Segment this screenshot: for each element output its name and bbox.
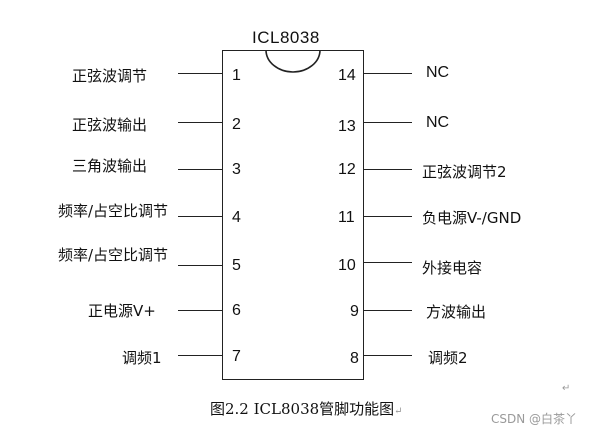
left-pin-2-label: 正弦波输出 [72,116,148,134]
left-pin-1-number: 1 [232,67,241,84]
left-pin-3-line [178,169,222,170]
right-pin-11-label: 负电源V-/GND [422,209,522,227]
left-pin-6-label: 正电源V+ [88,302,156,320]
left-pin-7-label: 调频1 [122,349,162,367]
right-pin-14-number: 14 [338,67,356,84]
left-pin-2-line [178,122,222,123]
chip-notch [265,49,321,73]
right-pin-10-line [364,262,412,263]
left-pin-4-line [178,216,222,217]
left-pin-3-number: 3 [232,161,241,178]
right-pin-10-number: 10 [338,257,356,274]
right-pin-10-label: 外接电容 [422,259,483,277]
left-pin-4-label: 频率/占空比调节 [58,202,169,220]
right-pin-8-number: 8 [350,350,359,367]
right-pin-8-line [364,355,412,356]
return-mark: ↵ [562,383,571,394]
left-pin-2-number: 2 [232,116,241,133]
left-pin-5-line [178,265,222,266]
right-pin-13-label: NC [426,114,450,131]
left-pin-5-number: 5 [232,257,241,274]
left-pin-1-label: 正弦波调节 [72,67,148,85]
left-pin-7-number: 7 [232,348,241,365]
figure-caption-text: 图2.2 ICL8038管脚功能图 [210,400,395,418]
left-pin-1-line [178,73,222,74]
chip-title: ICL8038 [252,28,320,47]
right-pin-12-line [364,169,412,170]
chip-body [222,50,364,380]
right-pin-12-label: 正弦波调节2 [422,163,507,181]
left-pin-7-line [178,355,222,356]
right-pin-14-label: NC [426,64,450,81]
figure-caption: 图2.2 ICL8038管脚功能图↵ [210,398,403,419]
right-pin-11-line [364,216,412,217]
right-pin-13-line [364,122,412,123]
left-pin-4-number: 4 [232,209,241,226]
right-pin-11-number: 11 [338,209,355,226]
right-pin-9-line [364,310,412,311]
csdn-watermark: CSDN @白茶丫 [490,412,577,426]
right-pin-8-label: 调频2 [428,349,468,367]
left-pin-3-label: 三角波输出 [72,157,148,175]
right-pin-13-number: 13 [338,118,356,135]
left-pin-6-number: 6 [232,302,241,319]
right-pin-9-label: 方波输出 [426,303,487,321]
caption-return-mark: ↵ [394,406,403,417]
left-pin-6-line [178,310,222,311]
right-pin-12-number: 12 [338,161,356,178]
left-pin-5-label: 频率/占空比调节 [58,246,169,264]
right-pin-9-number: 9 [350,303,359,320]
right-pin-14-line [364,73,412,74]
